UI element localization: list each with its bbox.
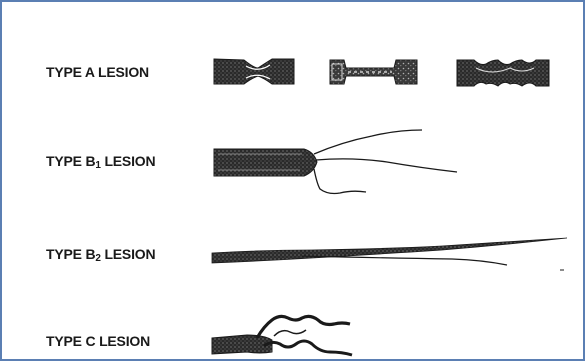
type-a-vessel-1 [214,59,294,84]
type-b1-vessel [214,130,457,194]
type-a-vessel-2 [330,60,417,84]
type-b2-vessel [212,238,567,270]
type-c-vessel [212,316,352,355]
type-a-vessel-3 [457,60,549,86]
